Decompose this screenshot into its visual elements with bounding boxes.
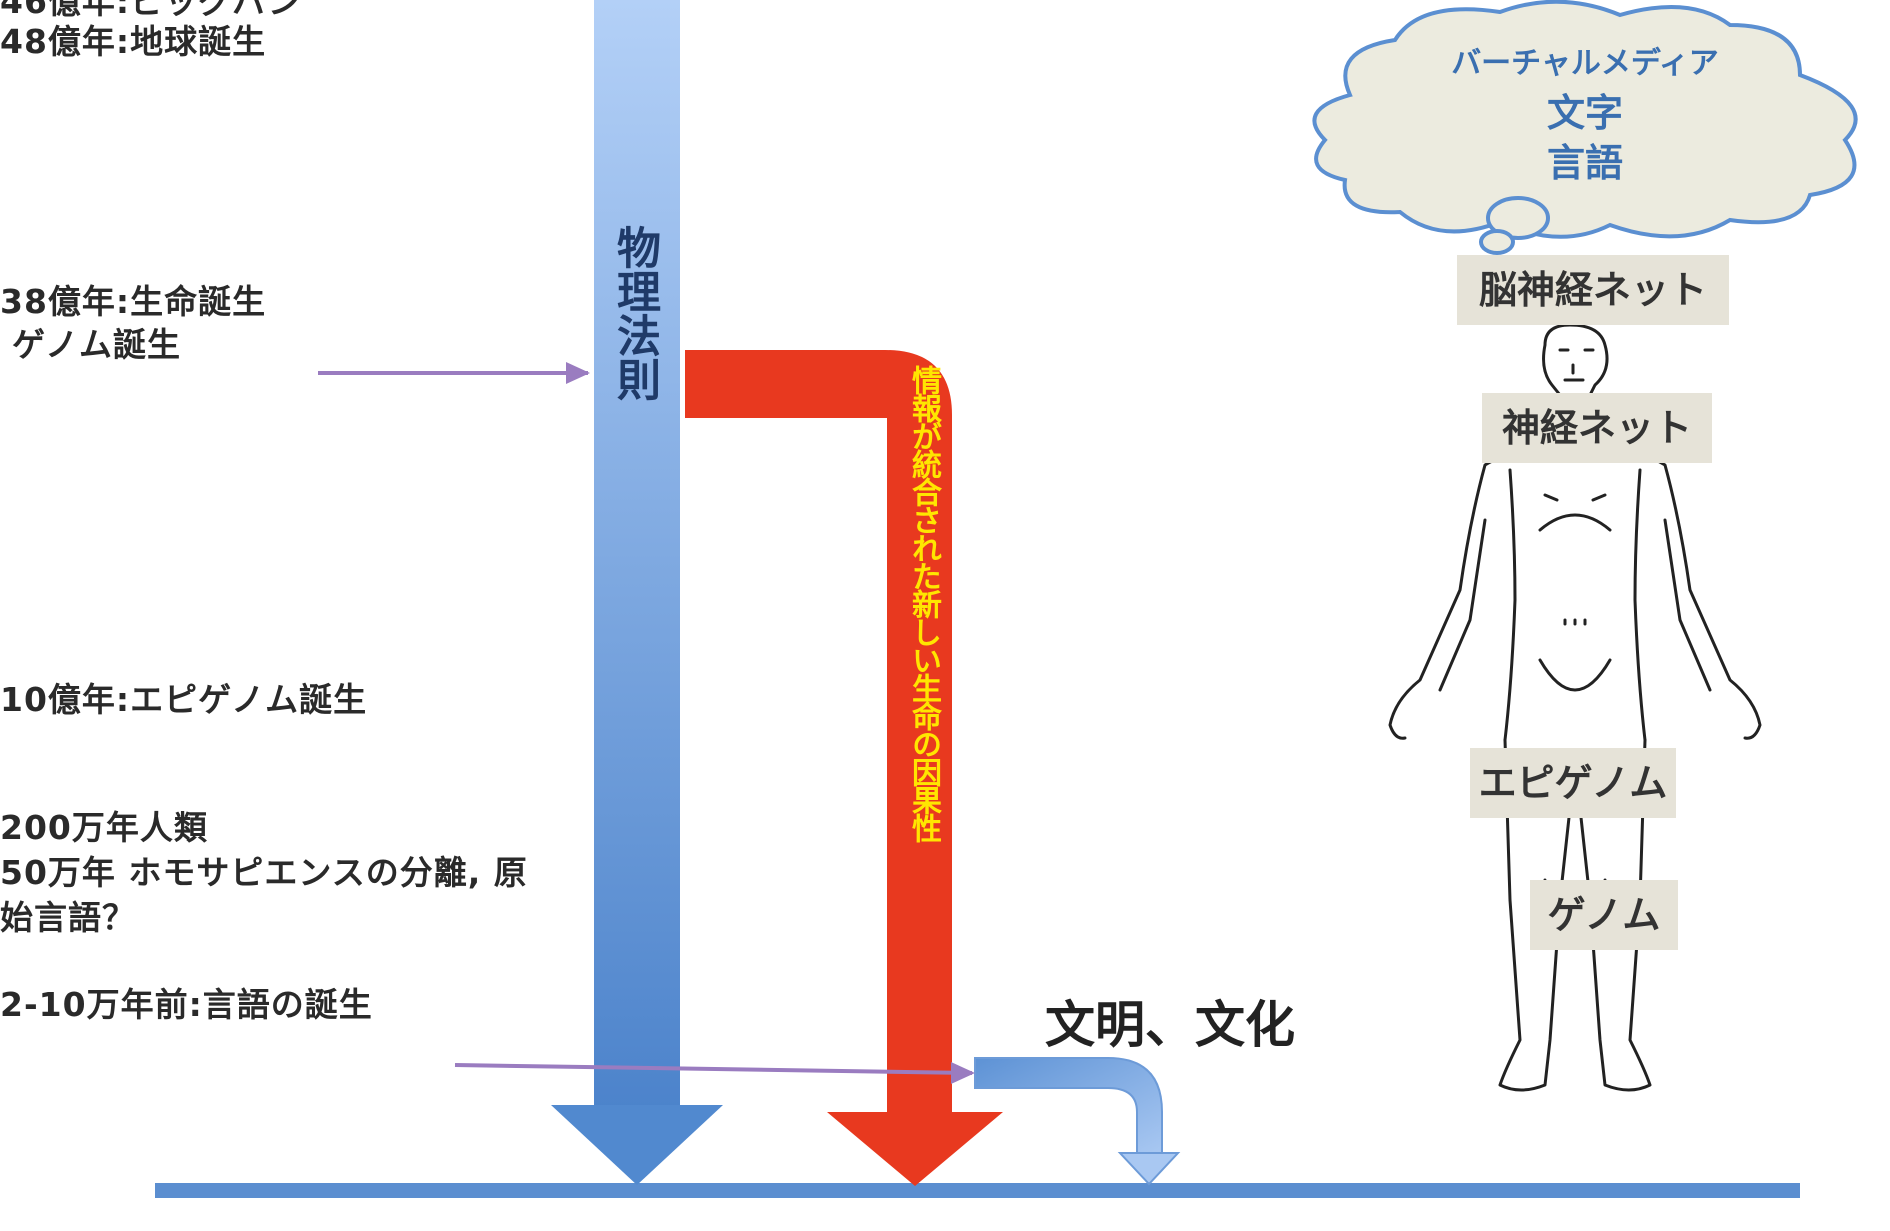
label-genome: ゲノム [1530,880,1678,950]
timeline-item-epigenome: 10億年:エピゲノム誕生 [0,680,368,719]
label-epigenome: エピゲノム [1470,748,1676,818]
timeline-item-language: 2-10万年前:言語の誕生 [0,985,373,1024]
timeline-item-homosapiens: 50万年 ホモサピエンスの分離, 原 [0,853,528,892]
pointer-arrow-life [318,362,590,384]
baseline [155,1183,1800,1198]
timeline-item-protolanguage: 始言語？ [0,898,136,937]
timeline-item-bigbang: 46億年:ビッグバン [0,0,302,21]
timeline-item-genome: ゲノム誕生 [12,325,182,364]
thought-cloud [1312,0,1858,255]
label-nerve-net: 神経ネット [1482,393,1712,463]
physics-law-label: 物理法則 [609,225,660,401]
timeline-item-earth: 48億年:地球誕生 [0,22,267,61]
pointer-arrow-language [454,1062,975,1084]
civilization-label: 文明、文化 [1045,996,1295,1054]
culture-arrow [974,1057,1181,1186]
cloud-text-characters: 文字 [1546,91,1623,135]
cloud-text-language: 言語 [1546,141,1623,185]
cloud-text-virtual-media: バーチャルメディア [1451,46,1719,81]
causality-label: 情報が統合された新しい生命の因果性 [906,365,941,841]
timeline-item-life: 38億年:生命誕生 [0,282,267,321]
physics-arrow [551,0,723,1185]
causality-arrow [685,350,1003,1186]
timeline-item-humans: 200万年人類 [0,808,208,847]
label-brain-net: 脳神経ネット [1457,255,1729,325]
